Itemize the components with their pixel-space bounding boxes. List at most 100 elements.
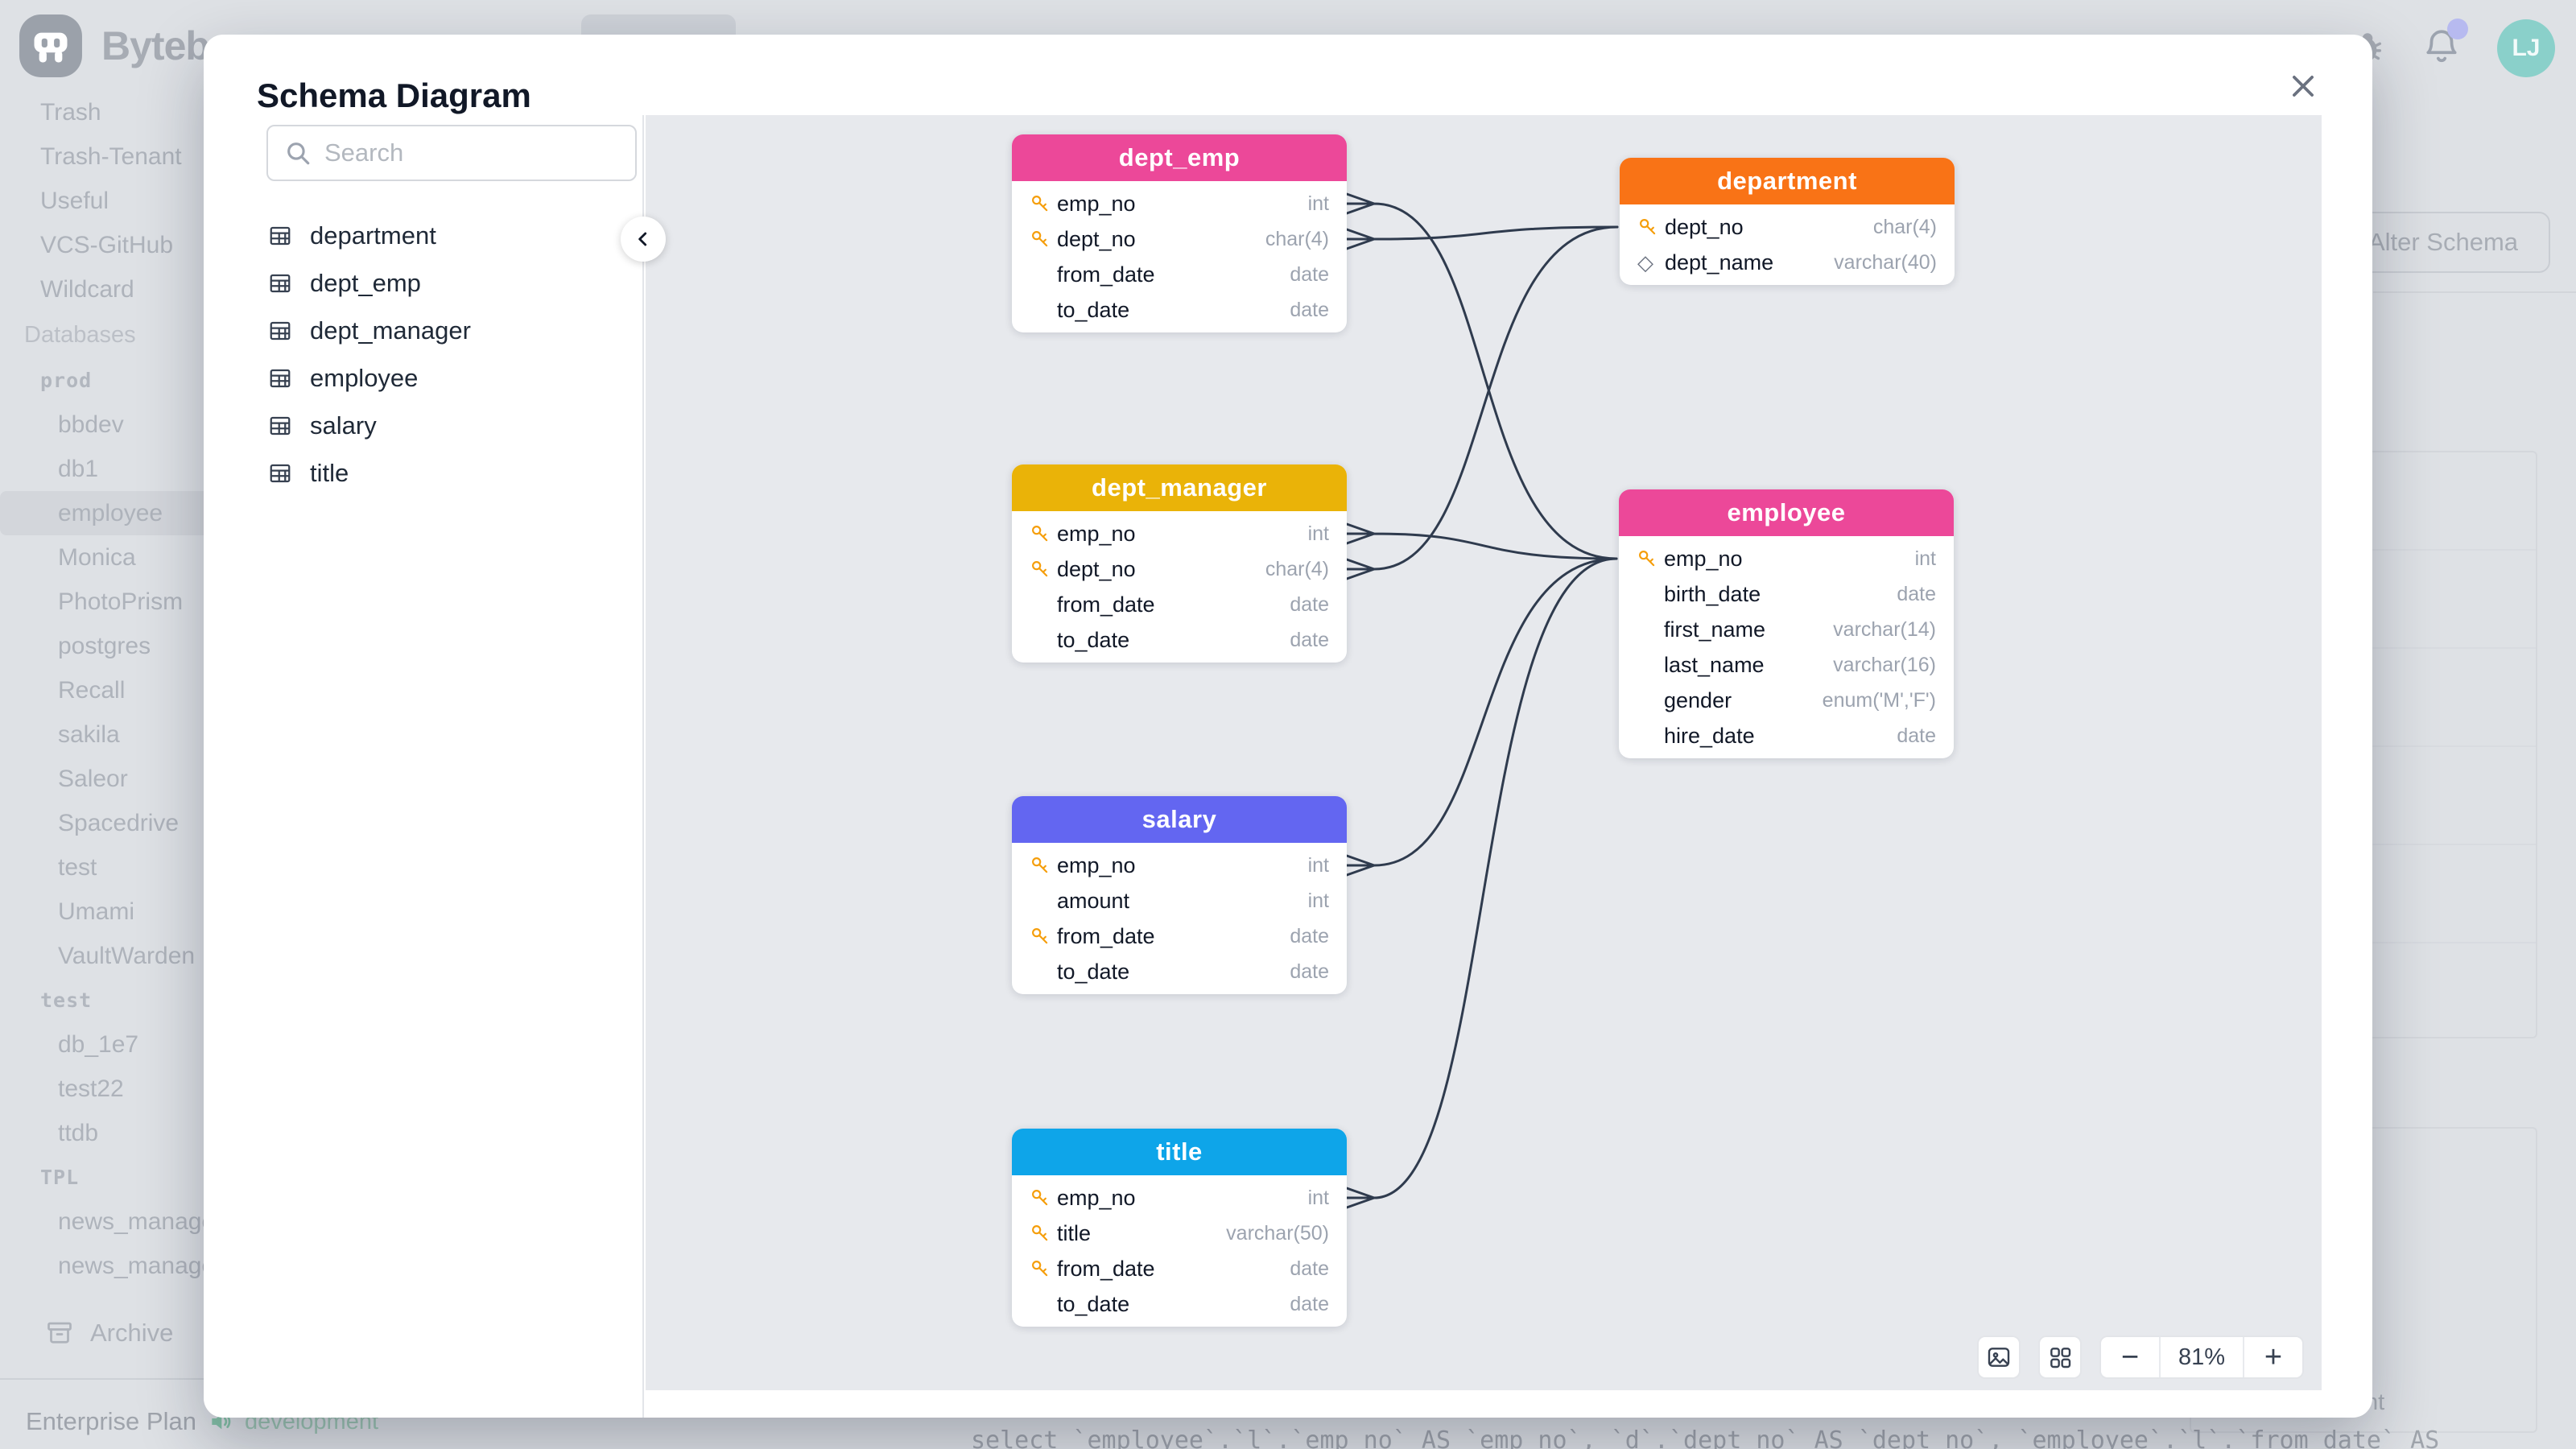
field-type: char(4) bbox=[1872, 215, 1937, 238]
background-divider bbox=[2373, 291, 2576, 293]
sidebar-item-ttdb: ttdb bbox=[58, 1119, 99, 1146]
sidebar-item-trash-tenant: Trash-Tenant bbox=[40, 142, 182, 170]
unique-key-icon: ◇ bbox=[1637, 250, 1653, 275]
field-name: emp_no bbox=[1057, 521, 1136, 546]
search-box[interactable] bbox=[266, 125, 637, 181]
table-list-item-salary[interactable]: salary bbox=[268, 402, 626, 449]
sidebar-item-photoprism: PhotoPrism bbox=[58, 588, 184, 615]
field-name: from_date bbox=[1057, 592, 1155, 617]
field-name: from_date bbox=[1057, 262, 1155, 287]
table-list-item-dept_emp[interactable]: dept_emp bbox=[268, 259, 626, 307]
field-name: from_date bbox=[1057, 1256, 1155, 1281]
erd-field-row: emp_no int bbox=[1012, 516, 1347, 551]
erd-field-row: emp_no int bbox=[1619, 541, 1954, 576]
field-type: varchar(14) bbox=[1833, 617, 1936, 641]
field-name: to_date bbox=[1057, 959, 1130, 984]
field-name: emp_no bbox=[1057, 1185, 1136, 1210]
sidebar-item-useful: Useful bbox=[40, 187, 109, 214]
sidebar-divider bbox=[0, 1378, 348, 1380]
sidebar-item-db_1e7: db_1e7 bbox=[58, 1030, 139, 1058]
field-name: to_date bbox=[1057, 297, 1130, 322]
schema-diagram-modal: Schema Diagram departmentdept_empdept_ma… bbox=[204, 35, 2372, 1418]
field-name: emp_no bbox=[1664, 546, 1743, 571]
field-name: gender bbox=[1664, 687, 1732, 712]
zoom-in-button[interactable]: + bbox=[2264, 1340, 2283, 1374]
background-sql-text: select `employee`.`l`.`emp_no` AS `emp_n… bbox=[971, 1426, 2440, 1449]
field-type: date bbox=[1290, 1292, 1329, 1315]
field-type: int bbox=[1914, 547, 1936, 570]
export-image-button[interactable] bbox=[1977, 1335, 2021, 1379]
erd-field-row: to_date date bbox=[1012, 1286, 1347, 1322]
chevron-left-icon bbox=[638, 232, 647, 246]
primary-key-icon bbox=[1032, 1190, 1048, 1206]
zoom-out-button[interactable]: − bbox=[2120, 1340, 2140, 1374]
erd-table-header: employee bbox=[1619, 489, 1954, 536]
notification-bell-icon bbox=[2426, 29, 2457, 62]
field-type: varchar(40) bbox=[1834, 250, 1937, 274]
app-logo: Bytebase bbox=[18, 13, 275, 79]
collapse-panel-button[interactable] bbox=[621, 217, 666, 262]
sidebar-item-wildcard: Wildcard bbox=[40, 275, 134, 303]
primary-key-icon bbox=[1032, 1225, 1048, 1241]
field-type: varchar(50) bbox=[1226, 1221, 1329, 1245]
zoom-level: 81% bbox=[2159, 1337, 2244, 1377]
field-name: last_name bbox=[1664, 652, 1765, 677]
table-list-item-dept_manager[interactable]: dept_manager bbox=[268, 307, 626, 354]
sidebar-group-tpl: TPL bbox=[40, 1166, 80, 1189]
table-icon bbox=[270, 369, 291, 387]
field-name: emp_no bbox=[1057, 191, 1136, 216]
sidebar-item-vaultwarden: VaultWarden bbox=[58, 942, 196, 969]
field-type: date bbox=[1290, 1257, 1329, 1280]
field-type: int bbox=[1307, 522, 1329, 545]
table-list-item-title[interactable]: title bbox=[268, 449, 626, 497]
table-list-item-department[interactable]: department bbox=[268, 212, 626, 259]
sidebar-item-test: test bbox=[58, 853, 97, 881]
grid-layout-icon bbox=[2050, 1348, 2071, 1368]
table-icon bbox=[270, 464, 291, 482]
field-name: dept_name bbox=[1665, 250, 1774, 275]
sidebar-item-sakila: sakila bbox=[58, 720, 120, 748]
sidebar-item-umami: Umami bbox=[58, 898, 134, 925]
primary-key-icon bbox=[1032, 928, 1048, 944]
sidebar-group-test: test bbox=[40, 989, 93, 1012]
image-icon bbox=[1988, 1348, 2010, 1367]
archive-label: Archive bbox=[90, 1319, 174, 1347]
search-icon bbox=[287, 142, 310, 165]
archive-icon bbox=[47, 1322, 72, 1344]
primary-key-icon bbox=[1032, 561, 1048, 577]
table-list-item-employee[interactable]: employee bbox=[268, 354, 626, 402]
field-type: date bbox=[1290, 960, 1329, 983]
field-name: to_date bbox=[1057, 1291, 1130, 1316]
primary-key-icon bbox=[1032, 1261, 1048, 1277]
sidebar-item-archive: Archive bbox=[0, 1311, 346, 1356]
field-name: from_date bbox=[1057, 923, 1155, 948]
close-icon[interactable] bbox=[2279, 62, 2327, 110]
auto-layout-button[interactable] bbox=[2038, 1335, 2082, 1379]
field-type: date bbox=[1290, 924, 1329, 947]
primary-key-icon bbox=[1032, 196, 1048, 212]
erd-field-row: last_name varchar(16) bbox=[1619, 647, 1954, 683]
field-type: varchar(16) bbox=[1833, 653, 1936, 676]
primary-key-icon bbox=[1032, 857, 1048, 873]
table-list-label: salary bbox=[310, 411, 377, 440]
primary-key-icon bbox=[1640, 219, 1656, 235]
sidebar-section-databases: Databases bbox=[24, 321, 136, 348]
search-input[interactable] bbox=[324, 138, 598, 167]
sidebar-item-postgres: postgres bbox=[58, 632, 151, 659]
